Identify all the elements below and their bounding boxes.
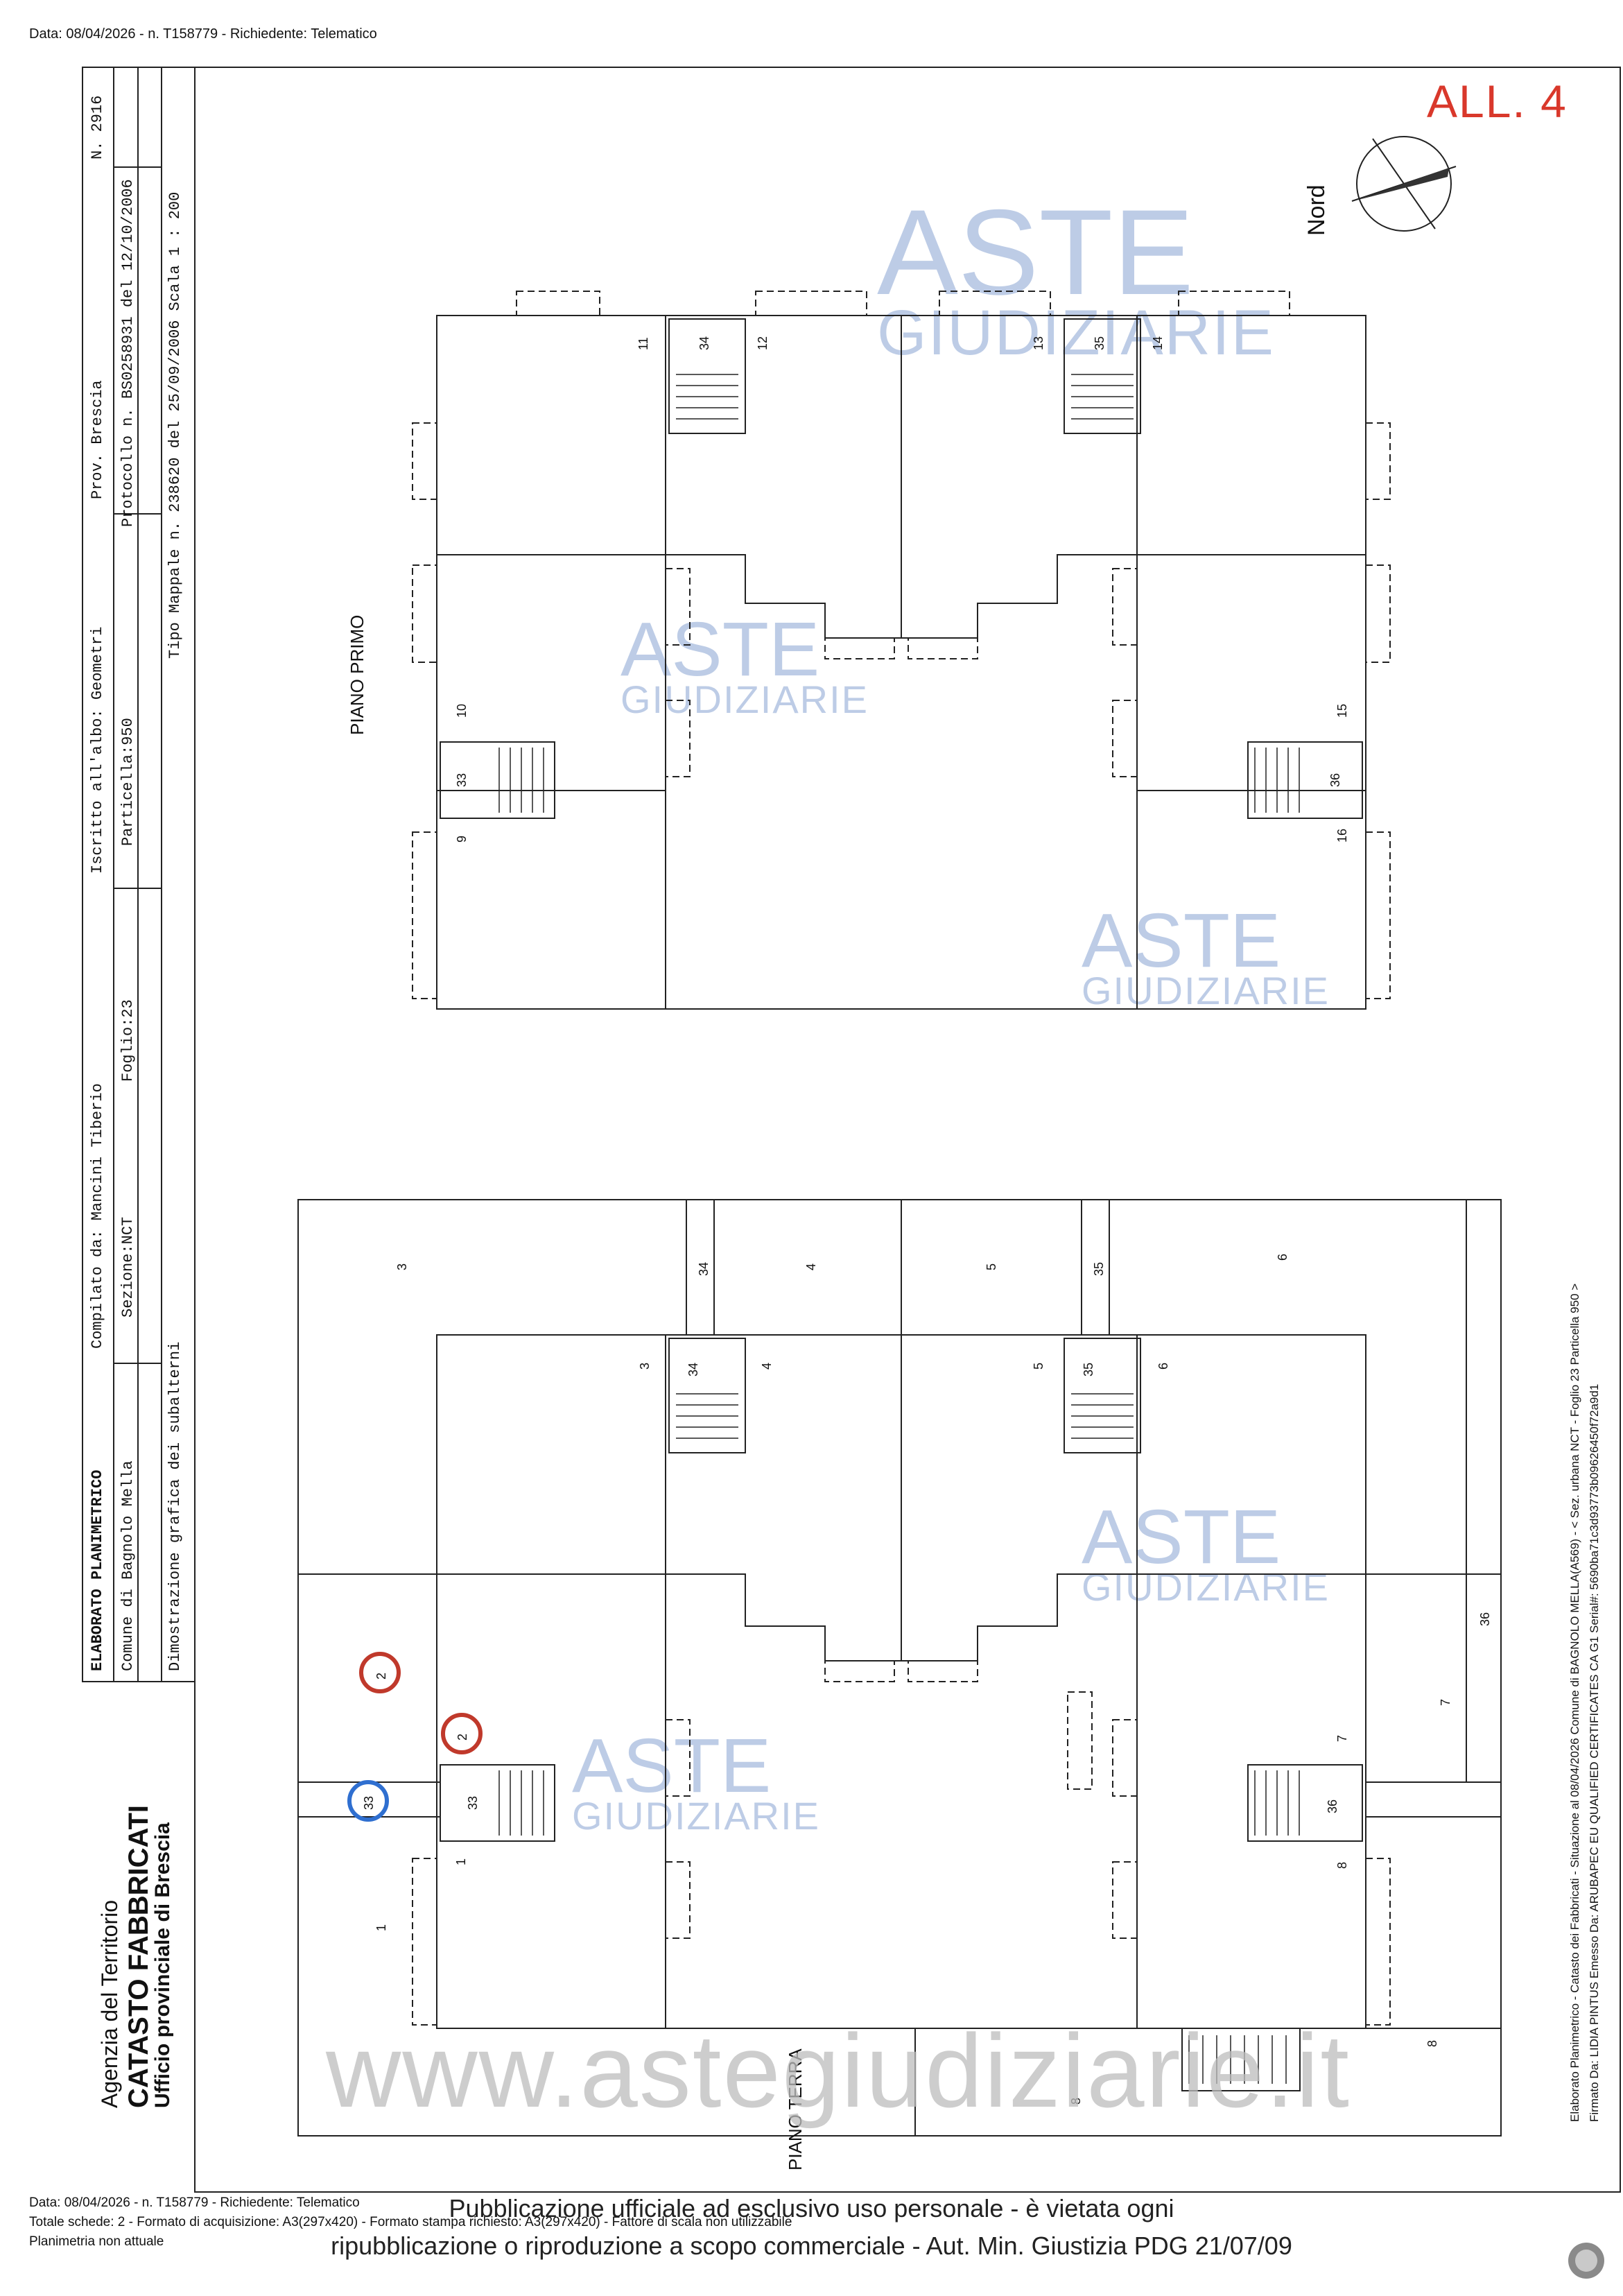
unit-label: 33 [455,772,469,787]
unit-label: 3 [638,1362,652,1370]
unit-label: 34 [697,336,711,350]
unit-label: 35 [1092,1261,1106,1276]
allegato-label: ALL. 4 [1427,76,1568,127]
unit-label: 11 [636,337,650,350]
unit-label: 35 [1093,336,1106,350]
marker-label: 2 [455,1733,469,1741]
red-marker [359,1652,401,1693]
unit-label: 3 [395,1263,409,1270]
watermark-site: www.astegiudiziarie.it [326,2012,1351,2129]
title-divider [161,67,162,1682]
unit-label: 4 [760,1362,774,1370]
unit-label: 7 [1335,1734,1349,1742]
unit-label: 1 [374,1924,388,1931]
publication-notice-2: ripubblicazione o riproduzione a scopo c… [331,2232,1292,2260]
floor-label-upper: PIANO PRIMO [347,614,367,735]
unit-label: 13 [1032,336,1045,350]
print-header: Data: 08/04/2026 - n. T158779 - Richiede… [29,26,377,42]
unit-label: 5 [1032,1362,1045,1370]
watermark-logo: ASTE GIUDIZIARIE [1082,898,1330,1012]
unit-label: 12 [756,336,770,350]
footer-line-3: Planimetria non attuale [29,2234,164,2249]
watermark-logo: ASTE GIUDIZIARIE [572,1723,821,1838]
unit-label: 34 [686,1362,700,1376]
unit-label: 36 [1328,772,1342,787]
watermark-logo: ASTE GIUDIZIARIE [620,607,869,721]
north-arrow-icon [1351,136,1457,232]
watermark-logo: ASTE GIUDIZIARIE [877,185,1276,368]
drawing-frame [194,67,1621,2193]
unit-label: 34 [697,1261,711,1276]
footer-line-2: Totale schede: 2 - Formato di acquisizio… [29,2215,792,2229]
unit-label: 5 [984,1263,998,1270]
unit-label: 14 [1151,336,1165,350]
unit-label: 8 [1335,1861,1349,1869]
unit-label: 10 [455,703,469,718]
red-marker [441,1713,483,1754]
unit-label: 16 [1335,828,1349,843]
blue-marker [347,1780,389,1822]
publication-notice-1: Pubblicazione ufficiale ad esclusivo uso… [449,2194,1174,2222]
unit-label: 36 [1326,1799,1339,1813]
unit-label: 4 [804,1263,818,1270]
seal-icon [1568,2243,1604,2279]
marker-label: 33 [362,1795,376,1810]
unit-label: 1 [454,1858,468,1865]
unit-label: 9 [455,835,469,843]
title-divider [113,67,114,1682]
marker-label: 2 [374,1672,388,1680]
right-note-2: Firmato Da: LIDIA PINTUS Emesso Da: ARUB… [1588,1383,1601,2122]
unit-label: 6 [1156,1362,1170,1370]
unit-label: 33 [466,1795,480,1810]
title-divider [137,67,139,1682]
unit-label: 6 [1276,1253,1290,1261]
right-note-1: Elaborato Planimetrico - Catasto dei Fab… [1568,1283,1581,2122]
unit-label: 15 [1335,703,1349,718]
footer-line-1: Data: 08/04/2026 - n. T158779 - Richiede… [29,2195,360,2210]
unit-label: 7 [1439,1698,1452,1706]
unit-label: 35 [1082,1362,1095,1376]
unit-label: 36 [1478,1612,1492,1626]
unit-label: 8 [1425,2039,1439,2047]
